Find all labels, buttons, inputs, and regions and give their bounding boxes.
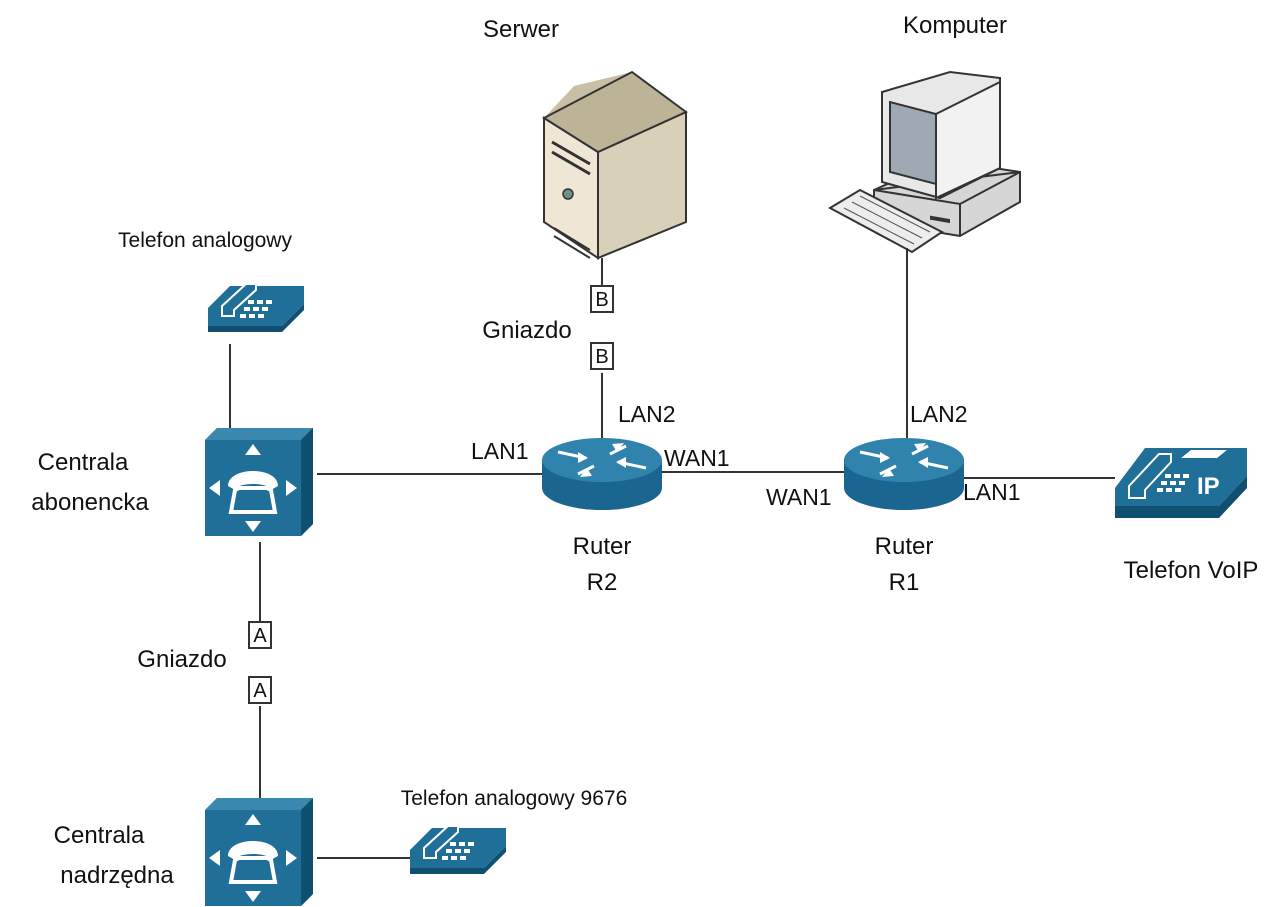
socket-a-top-label: A xyxy=(253,625,267,647)
gniazdo-a-label: Gniazdo xyxy=(137,646,226,673)
komputer-label: Komputer xyxy=(903,12,1007,39)
computer-icon xyxy=(827,70,1021,262)
socket-b-bottom-label: B xyxy=(595,346,608,368)
router-r2-icon xyxy=(540,436,664,512)
socket-b-top: B xyxy=(590,285,614,313)
serwer-label: Serwer xyxy=(483,16,559,43)
router-r1-icon xyxy=(842,436,966,512)
r2-wan1-port: WAN1 xyxy=(664,445,730,471)
telefon-analogowy-9676-label: Telefon analogowy 9676 xyxy=(401,787,628,810)
r1-lan1-port: LAN1 xyxy=(963,479,1021,505)
centrala-abonencka-label-1: Centrala xyxy=(38,449,129,476)
connection-lines xyxy=(229,258,1115,859)
socket-a-bottom: A xyxy=(248,676,272,704)
telefon-analogowy-label: Telefon analogowy xyxy=(118,229,292,252)
centrala-nadrzedna-label-2: nadrzędna xyxy=(60,862,174,889)
voip-badge: IP xyxy=(1197,473,1220,500)
analog-phone-9676-icon xyxy=(409,825,507,875)
r2-lan1-port: LAN1 xyxy=(471,438,529,464)
centrala-abonencka-label-2: abonencka xyxy=(31,489,149,516)
centrala-nadrzedna-label-1: Centrala xyxy=(54,822,145,849)
r1-lan2-port: LAN2 xyxy=(910,401,968,427)
ruter-r2-label-1: Ruter xyxy=(573,533,632,560)
server-icon xyxy=(541,70,688,260)
gniazdo-b-label: Gniazdo xyxy=(482,317,571,344)
centrala-abonencka-icon xyxy=(203,426,315,538)
r2-lan2-port: LAN2 xyxy=(618,401,676,427)
socket-b-bottom: B xyxy=(590,342,614,370)
ruter-r1-label-2: R1 xyxy=(889,569,920,596)
socket-b-top-label: B xyxy=(595,289,608,311)
analog-phone-icon xyxy=(207,283,305,333)
r1-wan1-port: WAN1 xyxy=(766,484,832,510)
ruter-r2-label-2: R2 xyxy=(587,569,618,596)
ruter-r1-label-1: Ruter xyxy=(875,533,934,560)
centrala-nadrzedna-icon xyxy=(203,796,315,907)
socket-a-top: A xyxy=(248,621,272,649)
voip-phone-icon: IP xyxy=(1115,448,1247,518)
socket-a-bottom-label: A xyxy=(253,680,267,702)
telefon-voip-label: Telefon VoIP xyxy=(1124,557,1259,584)
